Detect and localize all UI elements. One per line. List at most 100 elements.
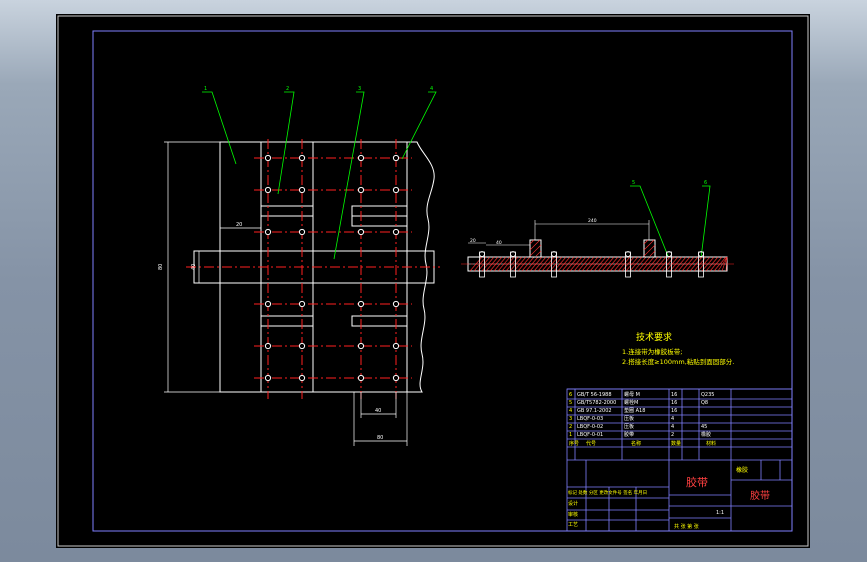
bolt [551, 251, 557, 278]
bolt-hole [392, 154, 400, 162]
bom-cell: 3 [569, 416, 572, 422]
bom-cell: 16 [671, 392, 677, 398]
notes-heading: 技术要求 [636, 331, 672, 343]
bom-cell: GB 97.1-2002 [577, 408, 612, 414]
bom-cell: 2 [671, 432, 674, 438]
bolt-hole [298, 342, 306, 350]
bom-cell: Q8 [701, 400, 708, 406]
dim-front-width: 20 [236, 222, 242, 228]
technical-notes: 技术要求 1.连接带为橡胶板带; 2.搭接长度≥100mm,粘贴到面固部分. [622, 331, 734, 366]
balloon-6: 6 [704, 180, 707, 186]
bom-cell: 1 [569, 432, 572, 438]
balloon-4: 4 [430, 86, 433, 92]
bom-row: 4 GB 97.1-2002 垫圈 A18 16 [569, 407, 677, 414]
bom-cell: 螺栓M [624, 399, 638, 406]
title-drawing-name: 胶带 [750, 489, 770, 502]
bolt-hole [264, 374, 272, 382]
title-row-check: 审核 [568, 511, 578, 518]
bolt-hole [264, 154, 272, 162]
bom-row: 3 LBQF-0-03 压板 4 [569, 415, 674, 422]
bom-header: 序号代号 名称 数量 材料 [569, 440, 716, 447]
bolt-hole [298, 186, 306, 194]
leaders [202, 91, 711, 260]
bolt-hole [357, 374, 365, 382]
bolt-hole [357, 154, 365, 162]
notes-line-2: 2.搭接长度≥100mm,粘贴到面固部分. [622, 357, 734, 366]
bolt-hole [392, 300, 400, 308]
dim-total-width: 80 [377, 435, 383, 441]
bolt-hole [264, 186, 272, 194]
border-frame [92, 30, 793, 532]
bom-cell: 螺母 M [624, 391, 640, 398]
bolt [510, 251, 516, 278]
bolt-hole [298, 228, 306, 236]
dim-side-c: 240 [588, 218, 597, 224]
dim-front-height: 80 [158, 264, 164, 270]
balloon-5: 5 [632, 180, 635, 186]
drawing-sheet: 80 40 20 80 40 1 2 3 4 5 6 [56, 14, 810, 548]
title-block [566, 388, 793, 532]
title-row-design: 设计 [568, 500, 578, 507]
bom-cell: 垫圈 A18 [624, 407, 645, 414]
bolt [666, 251, 672, 278]
bom-row: 5 GB/T5782-2000 螺栓M 16 Q8 [569, 399, 708, 406]
bom-cell: 4 [671, 416, 674, 422]
bolt [625, 251, 631, 278]
front-view: 80 40 20 80 40 [158, 139, 440, 446]
title-sheet-label: 共 张 第 张 [674, 523, 699, 530]
bolt [698, 251, 704, 278]
bolt-hole [298, 300, 306, 308]
balloon-2: 2 [286, 86, 289, 92]
bom-cell: 6 [569, 392, 572, 398]
bom-header-cell: 材料 [706, 440, 716, 447]
outer-frame [57, 15, 809, 547]
dim-side-b: 40 [496, 240, 502, 246]
bom-cell: GB/T 56-1988 [577, 392, 612, 398]
bom-cell: Q235 [701, 392, 714, 398]
notes-line-1: 1.连接带为橡胶板带; [622, 347, 682, 356]
balloon-labels: 1 2 3 4 5 6 [204, 86, 707, 186]
dim-side-a: 20 [470, 238, 476, 244]
bom-cell: 胶带 [624, 431, 634, 438]
bolt-hole [264, 342, 272, 350]
bom-header-cell: 序号 [569, 440, 579, 447]
bom-cell: LBQF-0-02 [577, 424, 603, 430]
bolt-hole [392, 186, 400, 194]
bom-header-cell: 名称 [631, 440, 641, 447]
balloon-3: 3 [358, 86, 361, 92]
bolt-hole [357, 300, 365, 308]
bom-cell: 16 [671, 408, 677, 414]
bom-cell: LBQF-0-03 [577, 416, 603, 422]
bom-row: 6 GB/T 56-1988 螺母 M 16 Q235 [569, 391, 714, 398]
bom-cell: LBQF-0-01 [577, 432, 603, 438]
bolt-hole [357, 342, 365, 350]
bolt-hole [298, 154, 306, 162]
bom-cell: 4 [569, 408, 572, 414]
bolt-hole [357, 228, 365, 236]
title-row-process: 工艺 [568, 522, 578, 528]
title-material: 橡胶 [736, 466, 748, 474]
bom-header-cell: 数量 [671, 440, 681, 447]
bom-cell: 4 [671, 424, 674, 430]
bom-header-cell: 代号 [586, 440, 596, 447]
bom-cell: 压板 [624, 415, 634, 422]
cad-drawing: 80 40 20 80 40 1 2 3 4 5 6 [57, 15, 809, 547]
bolt-hole [264, 228, 272, 236]
bolt-hole [392, 342, 400, 350]
dim-strip-height: 40 [191, 264, 197, 270]
bolt-hole [298, 374, 306, 382]
bolt-hole [392, 374, 400, 382]
bolt [479, 251, 485, 278]
bom-cell: 5 [569, 400, 572, 406]
balloon-1: 1 [204, 86, 207, 92]
side-section-view: 20 40 240 [461, 218, 734, 278]
title-row-marks: 标记 处数 分区 更改文件号 签名 年月日 [568, 489, 647, 496]
title-scale: 1:1 [716, 510, 724, 516]
bom-cell: 45 [701, 424, 707, 430]
bolt-hole [264, 300, 272, 308]
dim-hole-pitch: 40 [375, 408, 381, 414]
bom-cell: 2 [569, 424, 572, 430]
bom-cell: GB/T5782-2000 [577, 400, 616, 406]
bom-cell: 16 [671, 400, 677, 406]
